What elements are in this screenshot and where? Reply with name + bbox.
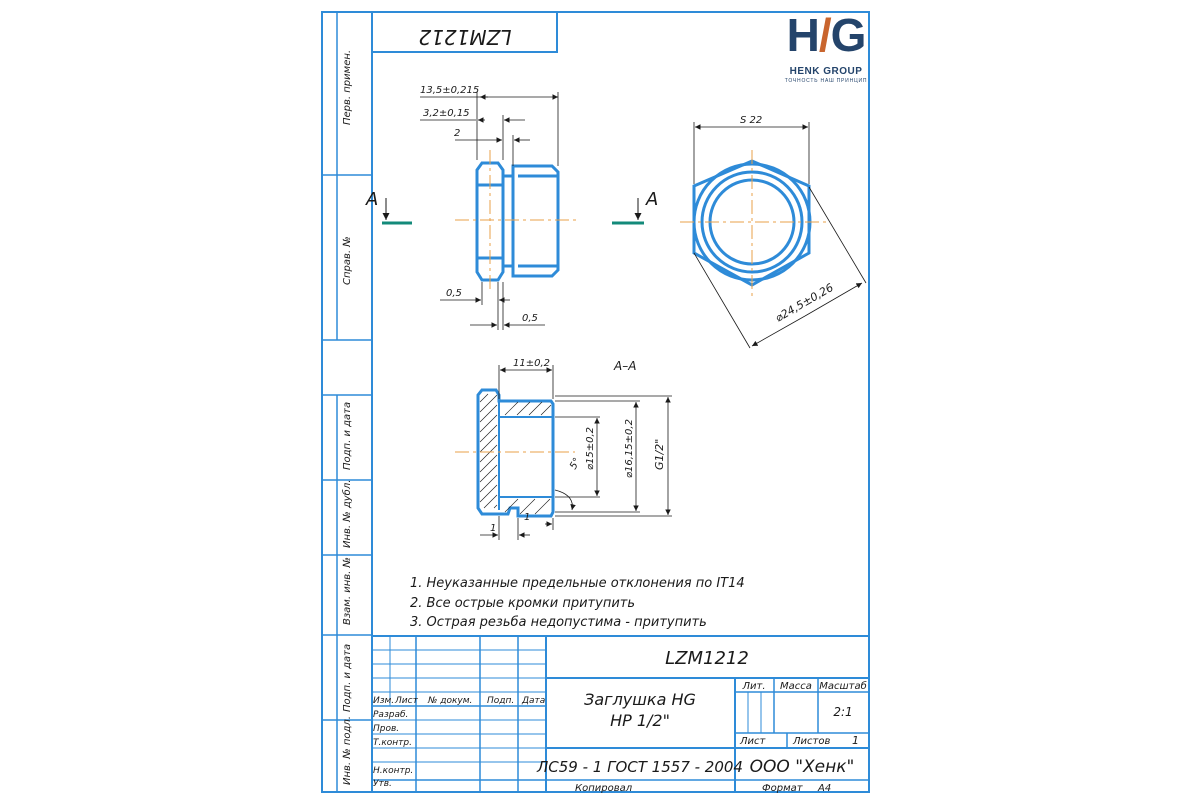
- sheet-label: Лист: [739, 736, 767, 747]
- section-label-left: А: [365, 189, 378, 210]
- logo-letter-g: G: [830, 9, 867, 61]
- dim-across-corners: ⌀24,5±0,26: [773, 281, 836, 325]
- front-view-dim-text: S 22 ⌀24,5±0,26: [740, 115, 836, 325]
- side-view-dimensions: [420, 92, 559, 330]
- scale-label: Масштаб: [819, 680, 867, 692]
- material-spec: ЛС59 - 1 ГОСТ 1557 - 2004: [536, 758, 743, 776]
- dim-total-length: 13,5±0,215: [420, 85, 479, 96]
- side-label-inv-podl: Инв. № подл.: [342, 716, 353, 785]
- dim-1a: 1: [490, 523, 496, 534]
- col-header-izm: Изм.: [373, 696, 394, 706]
- section-marker-left: А: [365, 189, 412, 225]
- sheets-value: 1: [852, 734, 859, 747]
- scale-value: 2:1: [833, 705, 852, 719]
- note-3: 3. Острая резьба недопустима - притупить: [410, 615, 707, 630]
- part-title-line2: НР 1/2": [610, 711, 670, 730]
- dim-outer-dia: ⌀16,15±0,2: [624, 419, 635, 478]
- section-title: А–А: [613, 359, 636, 373]
- mass-label: Масса: [780, 681, 812, 692]
- dim-angle: 5°: [568, 456, 583, 471]
- title-block-lines: [372, 635, 869, 792]
- side-label-sprav: Справ. №: [342, 236, 353, 285]
- dim-hex-length: 3,2±0,15: [423, 108, 470, 119]
- section-dimensions: [480, 365, 672, 540]
- note-2: 2. Все острые кромки притупить: [410, 596, 635, 611]
- section-view: [476, 388, 555, 518]
- dim-across-flats: S 22: [740, 115, 762, 126]
- format-value: А4: [817, 783, 831, 794]
- side-view: [475, 161, 560, 282]
- dim-inner-dia: ⌀15±0,2: [585, 427, 596, 470]
- company-name: ООО "Хенк": [750, 757, 855, 777]
- dim-chamfer-left: 0,5: [446, 288, 462, 299]
- row-label-razrab: Разраб.: [373, 710, 408, 720]
- dim-1b: 1: [524, 512, 530, 523]
- logo-letter-h: H: [786, 9, 820, 61]
- logo-mark: H/G: [778, 10, 874, 60]
- side-column-labels: Перв. примен. Справ. № Подп. и дата Инв.…: [341, 50, 353, 785]
- sheet-frame: [321, 11, 870, 793]
- logo-accent-stroke: /: [818, 9, 832, 61]
- copied-label: Копировал: [575, 783, 633, 794]
- dim-chamfer-right: 0,5: [522, 313, 538, 324]
- title-block-text: LZM1212 Заглушка HG НР 1/2" ЛС59 - 1 ГОС…: [373, 648, 867, 794]
- sheets-label: Листов: [792, 736, 830, 747]
- henk-group-logo: H/G HENK GROUP ТОЧНОСТЬ НАШ ПРИНЦИП: [778, 10, 874, 84]
- technical-notes: 1. Неуказанные предельные отклонения по …: [410, 576, 745, 630]
- row-label-utv: Утв.: [373, 779, 392, 789]
- side-label-perv: Перв. примен.: [342, 50, 353, 125]
- section-marker-right: А: [612, 189, 658, 225]
- col-header-date: Дата: [521, 696, 545, 706]
- side-label-podp-1: Подп. и дата: [342, 402, 353, 470]
- logo-tagline: ТОЧНОСТЬ НАШ ПРИНЦИП: [784, 78, 868, 84]
- dim-thread: G1/2": [653, 439, 666, 470]
- note-1: 1. Неуказанные предельные отклонения по …: [410, 576, 745, 591]
- lit-label: Лит.: [741, 681, 765, 692]
- row-label-tkontr: Т.контр.: [373, 738, 412, 748]
- drawing-code: LZM1212: [665, 648, 749, 669]
- section-label-right: А: [645, 189, 658, 210]
- side-label-vzam: Взам. инв. №: [342, 557, 353, 625]
- side-view-dim-text: 13,5±0,215 3,2±0,15 2 0,5 0,5: [420, 85, 538, 324]
- col-header-doc: № докум.: [427, 696, 472, 706]
- side-column: [322, 12, 372, 792]
- dim-step: 2: [454, 128, 460, 139]
- part-title-line1: Заглушка HG: [584, 690, 696, 709]
- col-header-podp: Подп.: [487, 696, 514, 706]
- row-label-nkontr: Н.контр.: [373, 766, 413, 776]
- section-dim-text: 11±0,2 ⌀15±0,2 ⌀16,15±0,2 G1/2" 5° 1 1: [490, 358, 666, 534]
- mirrored-code: LZM1212: [419, 25, 512, 49]
- side-label-podp-2: Подп. и дата: [342, 644, 353, 712]
- side-label-inv-dubl: Инв. № дубл.: [341, 480, 353, 548]
- format-label: Формат: [762, 783, 804, 794]
- row-label-prov: Пров.: [373, 724, 399, 734]
- front-view-dimensions: [693, 122, 867, 349]
- col-header-list: Лист: [394, 696, 419, 706]
- logo-company-name: HENK GROUP: [789, 66, 863, 77]
- dim-section-depth: 11±0,2: [513, 358, 550, 369]
